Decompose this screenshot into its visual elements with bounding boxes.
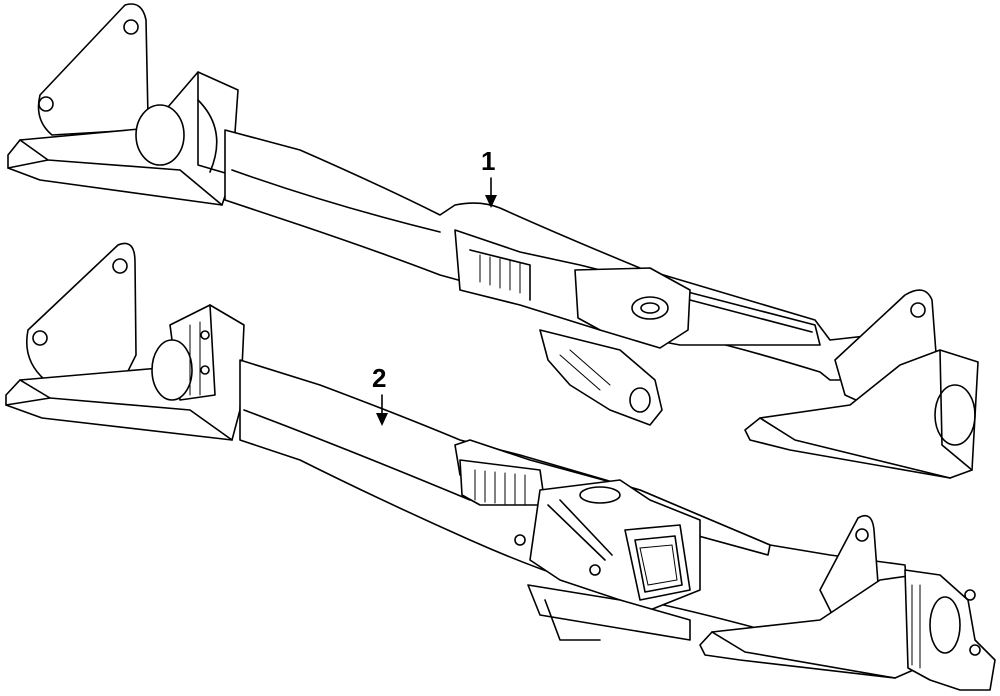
arrowhead-2 xyxy=(376,413,388,426)
callout-label-2: 2 xyxy=(372,363,386,393)
crossmember-lower xyxy=(5,242,996,691)
center-section-upper xyxy=(454,229,821,349)
left-mount-bracket-lower xyxy=(5,242,245,441)
hitch-section-lower xyxy=(454,439,771,641)
left-mount-bracket-upper xyxy=(7,3,239,206)
callout-2: 2 xyxy=(372,363,388,426)
arrowhead-1 xyxy=(485,195,497,208)
right-mount-bracket-lower xyxy=(699,514,996,691)
hanger-tab-upper xyxy=(539,329,663,426)
crossmember-upper xyxy=(7,3,979,479)
callout-1: 1 xyxy=(481,146,497,208)
right-mount-bracket-upper xyxy=(744,289,979,479)
receiver-tube xyxy=(624,524,691,601)
callout-label-1: 1 xyxy=(481,146,495,176)
